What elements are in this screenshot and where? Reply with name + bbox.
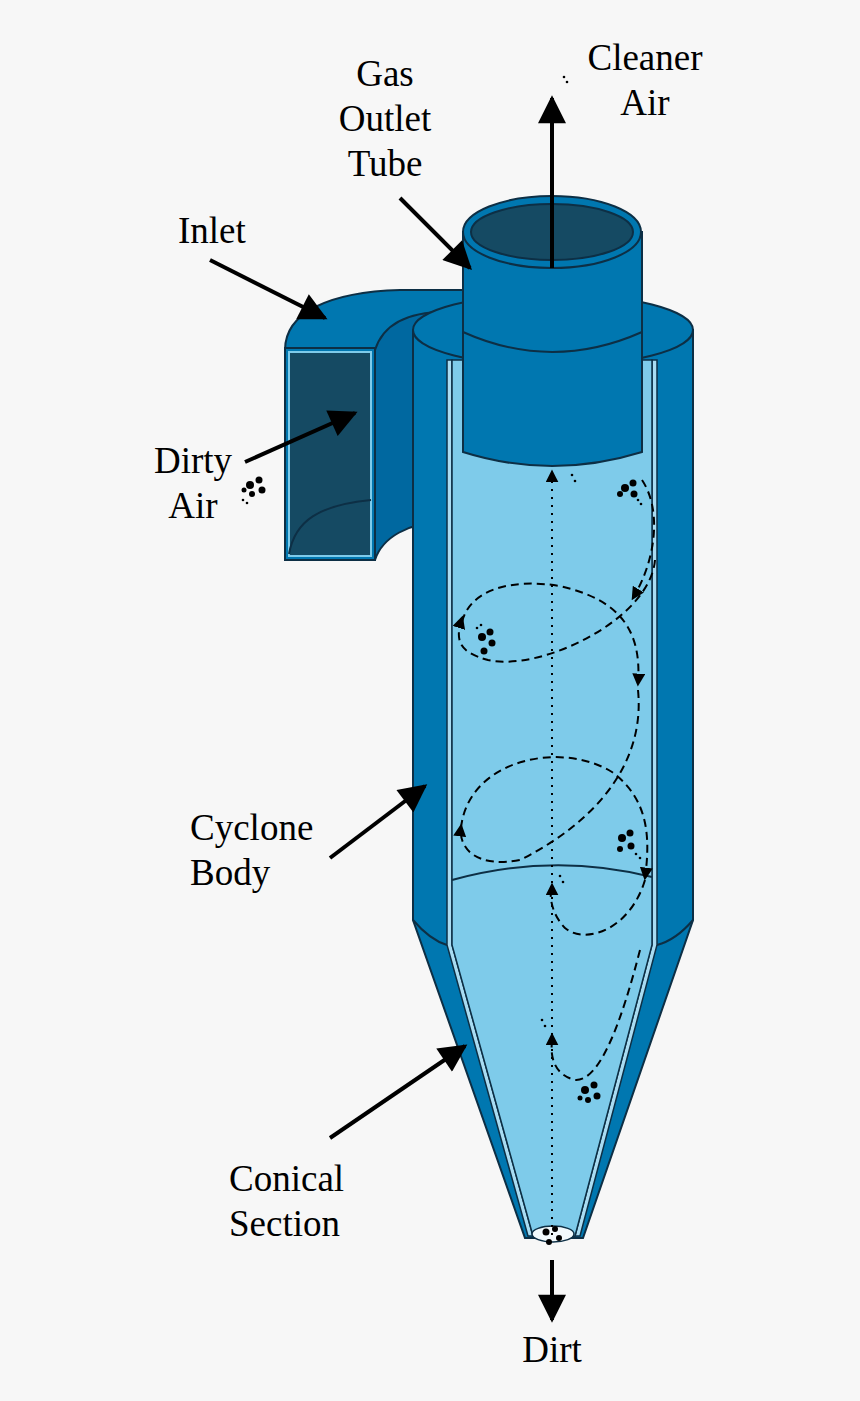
dust-dot bbox=[246, 502, 249, 505]
dirt-particle bbox=[617, 846, 623, 852]
dust-dot bbox=[544, 1025, 547, 1028]
cone-joint bbox=[452, 865, 652, 880]
dirt-particle bbox=[628, 843, 635, 850]
body-joint bbox=[657, 920, 693, 945]
leader-arrow bbox=[400, 198, 470, 268]
dust-dot bbox=[639, 857, 642, 860]
inlet-curve bbox=[289, 500, 371, 554]
dirt-particle bbox=[578, 1096, 583, 1101]
dirt-particle bbox=[627, 830, 634, 837]
part-label: Dirt bbox=[502, 1327, 602, 1372]
dirt-particle bbox=[489, 640, 496, 647]
dirt-particle bbox=[618, 834, 626, 842]
inlet-face bbox=[285, 348, 375, 560]
dirt-particle bbox=[249, 491, 255, 497]
cyclone-cavity bbox=[452, 360, 652, 1240]
dust-dot bbox=[480, 624, 483, 627]
dust-dot bbox=[566, 81, 569, 84]
dirt-arrow bbox=[550, 1260, 554, 1320]
particle-group bbox=[242, 76, 643, 1245]
part-label: Cyclone Body bbox=[190, 805, 340, 895]
dirt-particle bbox=[631, 491, 638, 498]
body-joint bbox=[413, 920, 447, 945]
vortex-flow bbox=[462, 584, 638, 684]
dust-dot bbox=[559, 875, 562, 878]
dirt-particle bbox=[581, 1086, 589, 1094]
dust-dot bbox=[637, 499, 640, 502]
vortex-flow bbox=[552, 950, 640, 1080]
dirt-particle bbox=[481, 648, 488, 655]
dirt-particle bbox=[543, 1229, 550, 1236]
dirt-particle bbox=[256, 477, 263, 484]
dust-dot bbox=[574, 480, 577, 483]
leader-arrow bbox=[330, 1046, 465, 1138]
dust-dot bbox=[242, 499, 245, 502]
dust-dot bbox=[562, 881, 565, 884]
dirt-particle bbox=[594, 1093, 601, 1100]
part-label: Gas Outlet Tube bbox=[325, 51, 445, 186]
part-label: Inlet bbox=[178, 208, 246, 253]
dust-dot bbox=[541, 1019, 544, 1022]
dirt-particle bbox=[621, 484, 629, 492]
dirt-particle bbox=[630, 480, 637, 487]
dirt-particle bbox=[556, 1235, 562, 1241]
dirt-particle bbox=[552, 1226, 558, 1232]
part-label: Dirty Air bbox=[143, 438, 243, 528]
dirt-particle bbox=[242, 488, 247, 493]
part-label: Conical Section bbox=[229, 1156, 369, 1246]
dirt-particle bbox=[478, 633, 486, 641]
vortex-flow bbox=[633, 480, 654, 598]
dirt-particle bbox=[591, 1082, 598, 1089]
dirt-particle bbox=[585, 1097, 591, 1103]
outflow-arrow bbox=[550, 98, 554, 268]
dirt-particle bbox=[617, 491, 623, 497]
leader-arrow bbox=[330, 786, 425, 858]
part-label: Cleaner Air bbox=[575, 35, 715, 125]
dust-dot bbox=[476, 627, 479, 630]
dust-dot bbox=[571, 474, 574, 477]
vortex-flow bbox=[461, 757, 647, 878]
dust-dot bbox=[563, 76, 566, 79]
dirt-particle bbox=[259, 487, 266, 494]
dirt-particle bbox=[246, 481, 254, 489]
inlet-opening bbox=[289, 352, 371, 556]
dirt-particle bbox=[546, 1239, 552, 1245]
leader-arrow bbox=[245, 413, 355, 462]
dirt-particle bbox=[487, 629, 494, 636]
leader-arrow bbox=[210, 260, 325, 318]
tube-lid-joint bbox=[463, 332, 642, 352]
dust-dot bbox=[640, 503, 643, 506]
clean-air-flow bbox=[551, 472, 553, 1235]
vortex-flow bbox=[459, 560, 655, 662]
vortex-flow bbox=[551, 880, 645, 935]
dust-dot bbox=[635, 853, 638, 856]
vortex-flow bbox=[461, 690, 639, 862]
